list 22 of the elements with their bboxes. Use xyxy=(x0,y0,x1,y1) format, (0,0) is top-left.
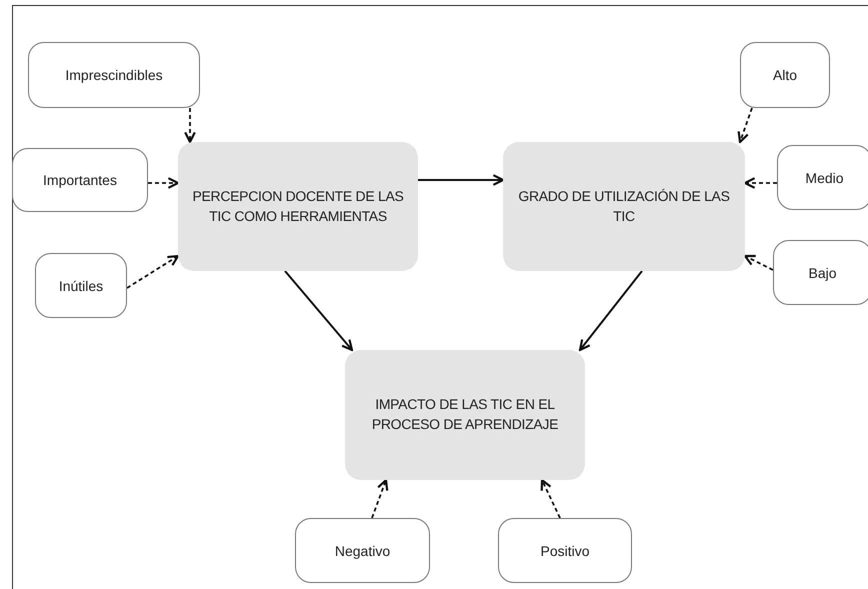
category-box: Medio xyxy=(777,145,868,210)
dashed-arrow xyxy=(744,254,774,271)
dashed-arrow xyxy=(126,254,180,289)
concept-box: GRADO DE UTILIZACIÓN DE LAS TIC xyxy=(503,142,745,271)
dashed-arrow xyxy=(744,177,777,189)
concept-box: PERCEPCION DOCENTE DE LAS TIC COMO HERRAMIENTAS xyxy=(178,142,418,271)
category-box: Inútiles xyxy=(35,253,127,318)
category-box: Importantes xyxy=(12,148,148,212)
dashed-arrow xyxy=(184,108,196,144)
dashed-arrow xyxy=(540,478,561,518)
dashed-arrow xyxy=(148,177,180,189)
dashed-arrow xyxy=(738,108,753,144)
arrow xyxy=(418,174,504,186)
category-box: Alto xyxy=(740,42,830,108)
arrow xyxy=(284,270,354,352)
category-box: Bajo xyxy=(773,240,868,305)
category-box: Positivo xyxy=(498,518,632,583)
category-box: Imprescindibles xyxy=(28,42,200,108)
category-box: Negativo xyxy=(295,518,430,583)
concept-box: IMPACTO DE LAS TIC EN EL PROCESO DE APRENDIZAJE xyxy=(345,350,585,480)
arrow xyxy=(578,270,643,352)
dashed-arrow xyxy=(371,478,388,518)
